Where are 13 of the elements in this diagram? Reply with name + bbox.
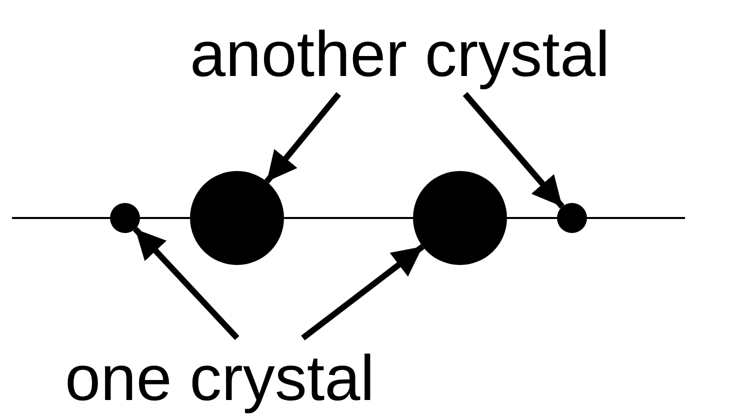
line-segment <box>587 217 685 219</box>
crystal-dot <box>557 203 587 233</box>
arrow <box>264 92 341 184</box>
line-segment <box>284 217 413 219</box>
crystal-dot <box>110 203 140 233</box>
arrow <box>462 92 564 209</box>
arrow <box>133 226 240 340</box>
arrow <box>301 244 424 340</box>
line-segment <box>12 217 110 219</box>
crystal-label: one crystal <box>65 338 374 416</box>
line-segment <box>140 217 190 219</box>
crystal-label: another crystal <box>190 14 610 94</box>
line-segment <box>507 217 557 219</box>
